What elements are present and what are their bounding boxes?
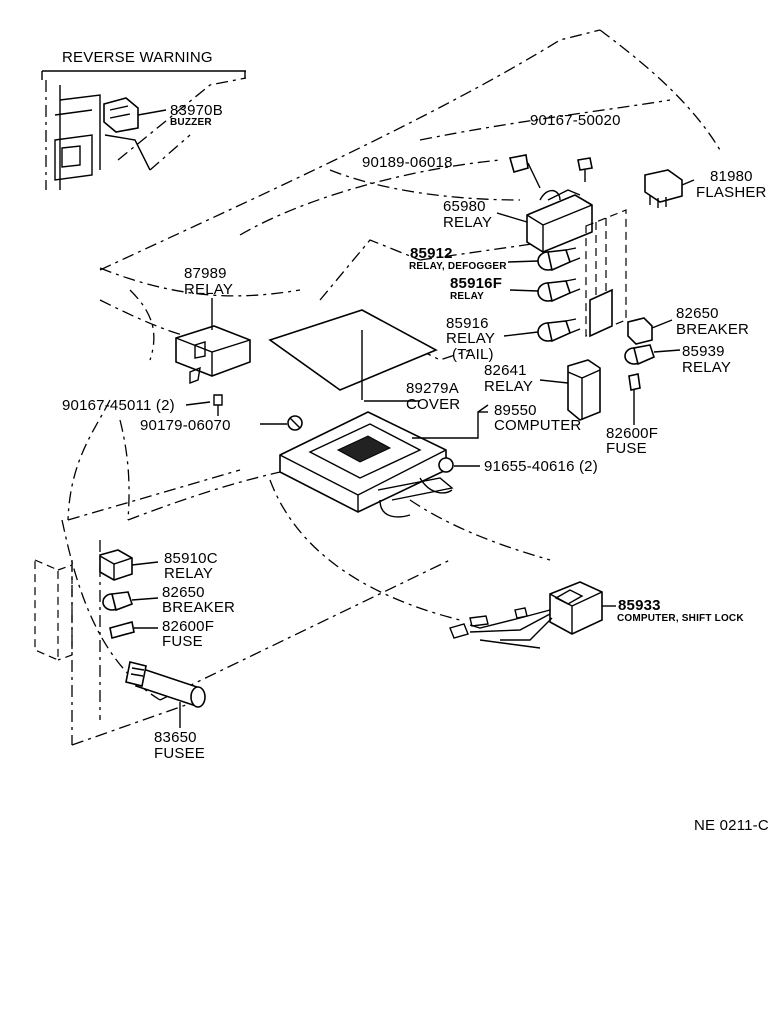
relay-85939-icon — [624, 344, 681, 366]
computer-89550-icon — [279, 411, 454, 518]
tail-relay-part-name: RELAY — [446, 330, 496, 347]
fuse-right-icon — [628, 373, 641, 425]
relay-85916f-part-no: 85916F — [450, 275, 503, 292]
relay-panel-right — [585, 209, 627, 338]
cover-part-no: 89279A — [406, 380, 459, 397]
fuse-panel-left — [34, 559, 73, 661]
computer-part-no: 89550 — [494, 402, 537, 419]
dashboard-outline — [61, 29, 721, 746]
relay-65980-part-no: 65980 — [443, 198, 486, 215]
breaker-right-part-name: BREAKER — [676, 321, 750, 338]
relay-87989-part-name: RELAY — [184, 281, 234, 298]
relay-85910c-part-name: RELAY — [164, 565, 214, 582]
tail-relay-sub: (TAIL) — [452, 346, 494, 363]
nut-06070-label: 90179-06070 — [140, 417, 231, 434]
fuse-right-part-no: 82600F — [606, 425, 659, 442]
relay-87989-icon — [175, 298, 251, 385]
p90189-06018-label: 90189-06018 — [362, 154, 453, 171]
shift-lock-part-name: COMPUTER, SHIFT LOCK — [617, 613, 744, 624]
breaker-left-part-no: 82650 — [162, 584, 205, 601]
relay-82641-part-name: RELAY — [484, 378, 534, 395]
defogger-part-no: 85912 — [410, 245, 453, 262]
nut-91655-40616-icon — [438, 457, 480, 473]
breaker-left-icon — [102, 591, 159, 612]
breaker-right-part-no: 82650 — [676, 305, 719, 322]
computer-part-name: COMPUTER — [494, 417, 582, 434]
inset-dashboard-sketch — [45, 77, 247, 190]
nut-40616-label: 91655-40616 (2) — [484, 458, 598, 475]
fusee-part-name: FUSEE — [154, 745, 206, 762]
relay-87989-part-no: 87989 — [184, 265, 227, 282]
buzzer-part-no: 83970B — [170, 102, 223, 119]
relay-defogger-icon — [507, 247, 581, 272]
flasher-part-name: FLASHER — [696, 184, 767, 201]
relay-85910c-part-no: 85910C — [164, 550, 218, 567]
relay-65980-part-name: RELAY — [443, 214, 493, 231]
fuse-left-part-name: FUSE — [162, 633, 203, 650]
figure-code: NE 0211-C — [694, 817, 769, 834]
screw-45011-label: 90167-45011 (2) — [62, 397, 175, 414]
p90167-50020-label: 90167-50020 — [530, 112, 621, 129]
relay-85939-part-name: RELAY — [682, 359, 732, 376]
cover-computer-bracket — [364, 400, 489, 439]
shift-lock-computer-icon — [449, 581, 616, 649]
cover-part-name: COVER — [406, 396, 461, 413]
defogger-part-name: RELAY, DEFOGGER — [409, 261, 507, 272]
flasher-part-no: 81980 — [710, 168, 753, 185]
relay-82641-icon — [539, 359, 601, 421]
relay-85939-part-no: 85939 — [682, 343, 725, 360]
tail-relay-part-no: 85916 — [446, 315, 489, 332]
inset-title: REVERSE WARNING — [62, 49, 213, 66]
fuse-left-part-no: 82600F — [162, 618, 215, 635]
relay-85916f-icon — [509, 278, 581, 303]
relay-65980-icon — [496, 154, 593, 253]
shift-lock-part-no: 85933 — [618, 597, 661, 614]
relay-85910c-icon — [99, 549, 159, 581]
fusee-icon — [125, 661, 206, 728]
fuse-left-icon — [109, 621, 158, 639]
relay-82641-part-no: 82641 — [484, 362, 527, 379]
buzzer-icon — [103, 97, 167, 133]
buzzer-part-name: BUZZER — [170, 117, 212, 128]
breaker-right-icon — [627, 317, 673, 345]
relay-85916f-part-name: RELAY — [450, 291, 484, 302]
screw-90167-45011-icon — [185, 394, 223, 416]
fusee-part-no: 83650 — [154, 729, 197, 746]
relay-tail-icon — [503, 318, 581, 343]
cover-89279a-icon — [268, 309, 438, 400]
inset-frame — [41, 70, 246, 80]
flasher-icon — [644, 169, 695, 208]
fuse-right-part-name: FUSE — [606, 440, 647, 457]
nut-90179-06070-icon — [260, 415, 303, 431]
breaker-left-part-name: BREAKER — [162, 599, 236, 616]
